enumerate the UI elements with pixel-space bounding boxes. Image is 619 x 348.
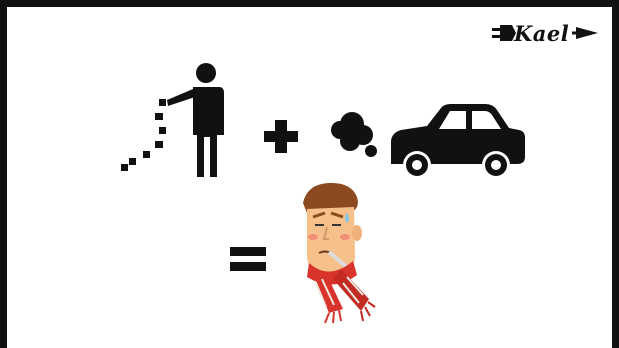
- sick-person-icon: [303, 183, 375, 323]
- car-exhaust-icon: [331, 104, 525, 179]
- equation-graphic: [7, 7, 612, 348]
- plus-icon: [264, 120, 298, 153]
- equals-icon: [230, 247, 266, 271]
- littering-man-icon: [121, 63, 224, 177]
